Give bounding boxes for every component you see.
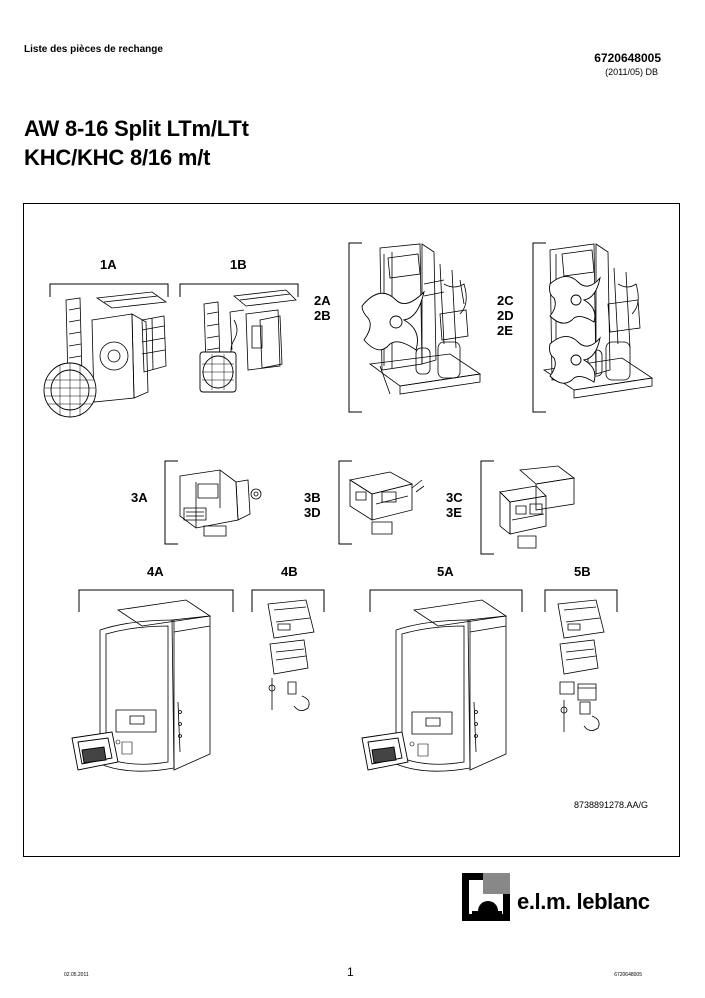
- exploded-view-5a: [360, 592, 520, 784]
- exploded-view-1b: [190, 290, 302, 402]
- bracket-1a: [50, 283, 170, 297]
- brand-logo-icon: [462, 873, 510, 921]
- exploded-view-3a: [176, 468, 266, 542]
- exploded-view-2c-2e: [540, 244, 660, 410]
- document-edition: (2011/05) DB: [605, 67, 658, 77]
- group-label-3e: 3E: [446, 505, 462, 520]
- exploded-view-5b: [552, 598, 618, 738]
- group-label-3d: 3D: [304, 505, 321, 520]
- bracket-4b: [252, 589, 326, 613]
- exploded-view-2a-2b: [360, 244, 490, 410]
- bracket-1b: [180, 283, 300, 297]
- group-label-1b: 1B: [230, 257, 247, 272]
- document-number: 6720648005: [594, 51, 661, 65]
- bracket-5b: [545, 589, 619, 613]
- figure-reference: 8738891278.AA/G: [574, 800, 649, 810]
- group-label-3a: 3A: [131, 490, 148, 505]
- bracket-4a: [79, 589, 235, 613]
- group-label-2e: 2E: [497, 323, 513, 338]
- bracket-2a-2b: [348, 242, 362, 414]
- group-label-2c: 2C: [497, 293, 514, 308]
- page-title-line1: AW 8-16 Split LTm/LTt: [24, 116, 249, 141]
- exploded-view-4a: [70, 592, 220, 784]
- group-label-3b: 3B: [304, 490, 321, 505]
- document-type: Liste des pièces de rechange: [24, 44, 163, 55]
- group-label-4b: 4B: [281, 564, 298, 579]
- page-number: 1: [347, 965, 354, 979]
- bracket-3b-3d: [338, 460, 352, 546]
- group-label-3c: 3C: [446, 490, 463, 505]
- bracket-3a: [164, 460, 178, 546]
- group-label-4a: 4A: [147, 564, 164, 579]
- group-label-2d: 2D: [497, 308, 514, 323]
- brand-name: e.l.m. leblanc: [517, 889, 650, 914]
- group-label-2a: 2A: [314, 293, 331, 308]
- footer-document-number: 6720648005: [614, 972, 642, 978]
- bracket-2c-2d-2e: [532, 242, 546, 414]
- page-title-line2: KHC/KHC 8/16 m/t: [24, 145, 211, 170]
- group-label-5b: 5B: [574, 564, 591, 579]
- group-label-5a: 5A: [437, 564, 454, 579]
- bracket-5a: [370, 589, 524, 613]
- group-label-1a: 1A: [100, 257, 117, 272]
- exploded-view-4b: [262, 598, 326, 718]
- group-label-2b: 2B: [314, 308, 331, 323]
- exploded-view-1a: [42, 290, 174, 420]
- exploded-view-3c-3e: [490, 464, 576, 554]
- exploded-view-3b-3d: [346, 470, 426, 540]
- exploded-views-frame: [23, 203, 680, 857]
- footer-date: 02.05.2011: [64, 972, 89, 978]
- bracket-3c-3e: [480, 460, 494, 556]
